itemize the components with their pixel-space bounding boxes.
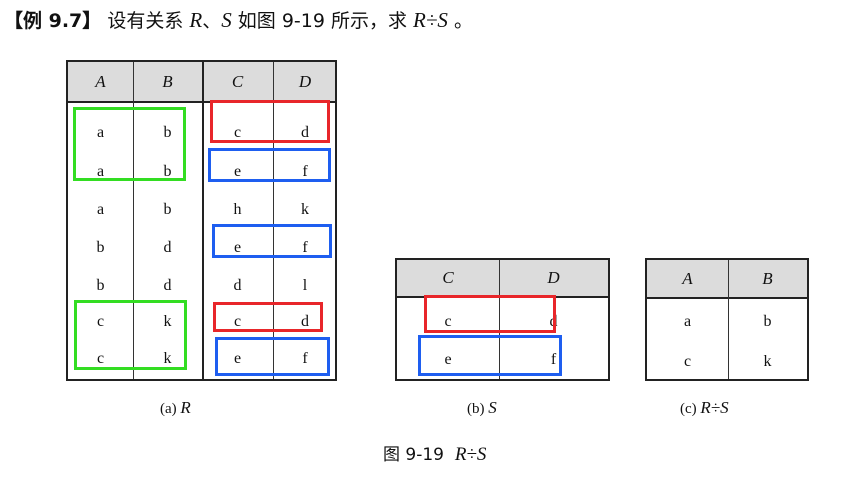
figure-label: 图 9-19 <box>383 445 444 465</box>
table-cell: b <box>163 163 172 180</box>
caption-result: (c) R÷S <box>680 398 729 418</box>
caption-r: (a) R <box>160 398 191 418</box>
column-header-A: A <box>682 268 693 288</box>
division-expr: R÷S <box>413 8 448 32</box>
table-cell: c <box>233 124 242 141</box>
column-divider <box>499 260 500 379</box>
table-cell: a <box>683 313 692 330</box>
table-cell: e <box>233 163 242 180</box>
table-cell: b <box>96 277 105 294</box>
highlight-box-red <box>210 100 330 143</box>
column-header-C: C <box>442 268 454 287</box>
column-header-B: B <box>762 268 773 288</box>
table-cell: a <box>96 124 105 141</box>
column-divider <box>273 62 274 379</box>
example-label: 【例 9.7】 <box>4 10 102 32</box>
header-row <box>68 62 335 103</box>
table-cell: e <box>233 350 242 367</box>
highlight-box-red <box>213 302 323 332</box>
table-cell: c <box>683 353 692 370</box>
caption-name: R÷S <box>700 398 729 417</box>
heading-text-2: 如图 9-19 所示，求 <box>237 10 407 32</box>
table-cell: f <box>302 163 308 180</box>
table-cell: c <box>96 313 105 330</box>
table-cell: k <box>301 201 309 218</box>
header-row <box>647 260 807 299</box>
column-header-D: D <box>547 268 560 287</box>
highlight-box-green <box>74 300 187 370</box>
figure-expr: R÷S <box>454 444 487 465</box>
heading-end: 。 <box>453 10 473 32</box>
table-cell: b <box>163 201 172 218</box>
table-cell: k <box>163 350 172 367</box>
table-cell: c <box>96 350 105 367</box>
column-header-A: A <box>95 71 106 91</box>
column-divider <box>133 62 134 379</box>
table-cell: l <box>302 277 308 294</box>
table-cell: h <box>233 201 242 218</box>
caption-s: (b) S <box>467 398 497 418</box>
table-cell: c <box>233 313 242 330</box>
table-cell: a <box>96 163 105 180</box>
caption-prefix: (a) <box>160 401 177 417</box>
table-cell: a <box>96 201 105 218</box>
highlight-box-blue <box>208 148 331 182</box>
column-header-D: D <box>298 71 312 91</box>
caption-name: S <box>488 398 497 417</box>
figure-caption: 图 9-19 R÷S <box>383 440 486 466</box>
relation-s: S <box>221 8 232 32</box>
table-cell: b <box>763 313 772 330</box>
table-cell: b <box>163 124 172 141</box>
caption-prefix: (c) <box>680 401 697 417</box>
table-cell: b <box>96 239 105 256</box>
table-cell: d <box>163 277 172 294</box>
table-cell: f <box>302 350 308 367</box>
sep: 、 <box>202 10 222 32</box>
table-cell: f <box>550 351 557 368</box>
highlight-box-blue <box>212 224 332 258</box>
caption-name: R <box>180 398 191 417</box>
table-cell: k <box>163 313 172 330</box>
table-cell: c <box>444 313 452 330</box>
highlight-box-red <box>424 295 556 333</box>
column-header-B: B <box>162 71 173 91</box>
column-divider <box>202 62 204 379</box>
table-cell: d <box>301 124 309 141</box>
caption-prefix: (b) <box>467 401 485 417</box>
highlight-box-blue <box>215 337 330 376</box>
column-header-C: C <box>231 71 244 91</box>
table-cell: d <box>163 239 172 256</box>
column-divider <box>728 260 729 379</box>
relation-r: R <box>189 8 203 32</box>
example-heading: 【例 9.7】 设有关系 R、S 如图 9-19 所示，求 R÷S 。 <box>4 6 473 33</box>
table-cell: e <box>233 239 242 256</box>
heading-text: 设有关系 <box>107 10 184 32</box>
table-cell: f <box>302 239 308 256</box>
highlight-box-green <box>73 107 186 181</box>
table-cell: d <box>233 277 242 294</box>
highlight-box-blue <box>418 335 562 376</box>
table-cell: k <box>763 353 772 370</box>
table-cell: d <box>301 313 309 330</box>
table-cell: e <box>444 351 452 368</box>
